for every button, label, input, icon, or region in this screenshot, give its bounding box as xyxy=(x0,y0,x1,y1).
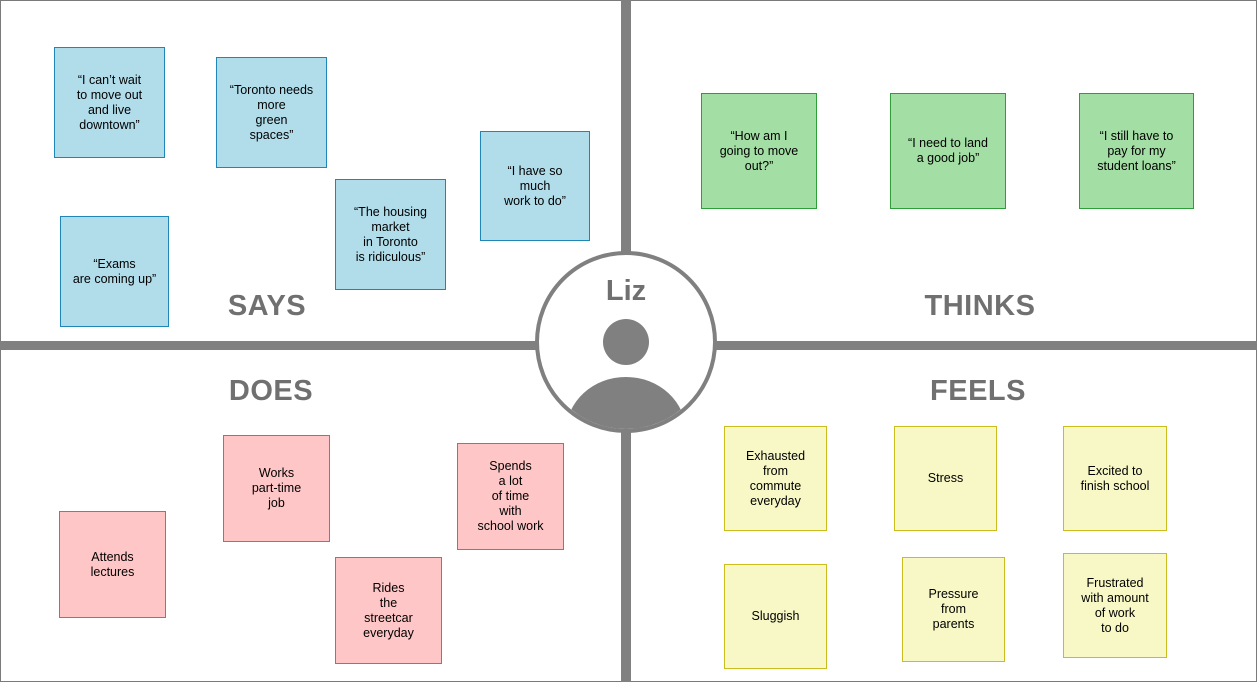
persona-circle[interactable]: Liz xyxy=(535,251,717,433)
thinks-note-1[interactable]: “How am I going to move out?” xyxy=(701,93,817,209)
does-title: DOES xyxy=(228,375,314,407)
feels-title: FEELS xyxy=(930,375,1026,407)
feels-note-5[interactable]: Pressure from parents xyxy=(902,557,1005,662)
feels-note-2[interactable]: Stress xyxy=(894,426,997,531)
does-note-3[interactable]: Rides the streetcar everyday xyxy=(335,557,442,664)
says-note-5[interactable]: “Exams are coming up” xyxy=(60,216,169,327)
persona-name: Liz xyxy=(605,275,647,307)
thinks-note-2[interactable]: “I need to land a good job” xyxy=(890,93,1006,209)
says-note-4[interactable]: “I have so much work to do” xyxy=(480,131,590,241)
does-note-1[interactable]: Attends lectures xyxy=(59,511,166,618)
feels-note-4[interactable]: Sluggish xyxy=(724,564,827,669)
does-note-2[interactable]: Works part-time job xyxy=(223,435,330,542)
thinks-note-3[interactable]: “I still have to pay for my student loan… xyxy=(1079,93,1194,209)
says-note-2[interactable]: “Toronto needs more green spaces” xyxy=(216,57,327,168)
feels-note-3[interactable]: Excited to finish school xyxy=(1063,426,1167,531)
says-note-3[interactable]: “The housing market in Toronto is ridicu… xyxy=(335,179,446,290)
feels-note-1[interactable]: Exhausted from commute everyday xyxy=(724,426,827,531)
says-title: SAYS xyxy=(227,290,307,322)
avatar-head-icon xyxy=(603,319,649,365)
thinks-title: THINKS xyxy=(924,290,1036,322)
avatar-body-icon xyxy=(566,377,686,429)
feels-note-6[interactable]: Frustrated with amount of work to do xyxy=(1063,553,1167,658)
says-note-1[interactable]: “I can’t wait to move out and live downt… xyxy=(54,47,165,158)
does-note-4[interactable]: Spends a lot of time with school work xyxy=(457,443,564,550)
